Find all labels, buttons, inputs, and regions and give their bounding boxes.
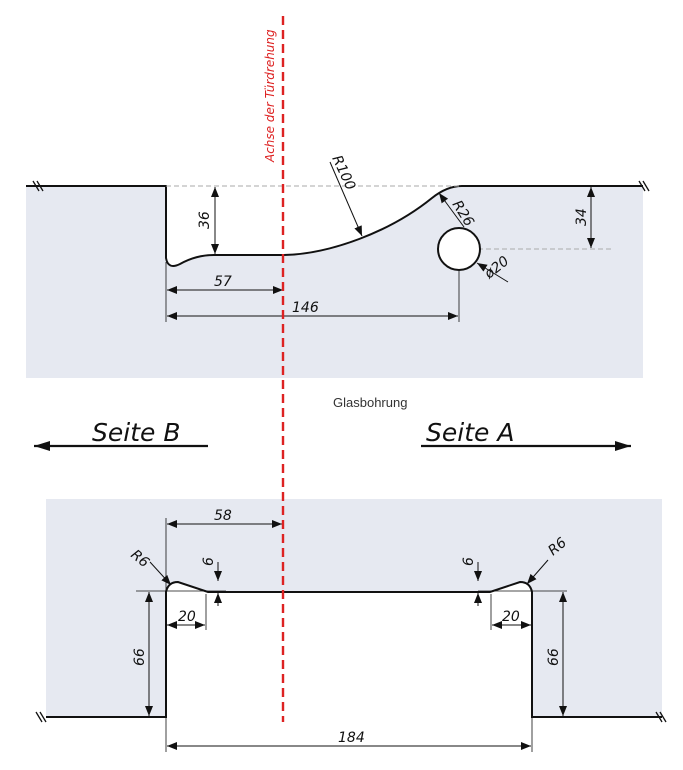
top-glass-view: R100 36 R26 34 ø20 57 146: [26, 153, 650, 378]
dim-6-right-label: 6: [461, 557, 477, 566]
r100-label: R100: [328, 153, 358, 193]
r100-leader: [329, 161, 363, 237]
bottom-glass-outline: [46, 580, 662, 718]
glass-hole: [437, 227, 481, 271]
r6-left-leader: [149, 561, 172, 586]
top-break-marks: [32, 180, 650, 192]
r6-right-leader: [526, 559, 549, 585]
dim-58-label: 58: [214, 508, 232, 524]
axis-label: Achse der Türdrehung: [263, 29, 277, 163]
dim-66-left-label: 66: [132, 648, 148, 666]
dim-36-label: 36: [197, 211, 213, 229]
side-a-label: Seite A: [426, 418, 514, 447]
side-b-indicator: Seite B: [34, 418, 208, 451]
dim-20-left-label: 20: [178, 609, 196, 625]
hole-leader: [476, 262, 509, 283]
dim-66-right-label: 66: [546, 648, 562, 666]
dim-57-label: 57: [214, 274, 232, 290]
dim-184-label: 184: [338, 730, 365, 746]
side-b-label: Seite B: [92, 418, 180, 447]
bottom-glass-panel: [46, 499, 662, 717]
dim-20-right-label: 20: [502, 609, 520, 625]
dim-146-label: 146: [292, 300, 319, 316]
side-a-indicator: Seite A: [421, 418, 631, 451]
caption-glasbohrung: Glasbohrung: [333, 395, 407, 410]
door-rotation-axis: Achse der Türdrehung: [263, 16, 285, 722]
r26-leader: [438, 192, 465, 228]
dim-34-label: 34: [574, 208, 590, 226]
dim-6-left-label: 6: [201, 557, 217, 566]
bottom-break-marks: [35, 711, 667, 723]
bottom-glass-view: 58 R6 6 20 66 6 R6 20 66 184: [35, 499, 667, 752]
top-glass-panel: [26, 186, 643, 378]
